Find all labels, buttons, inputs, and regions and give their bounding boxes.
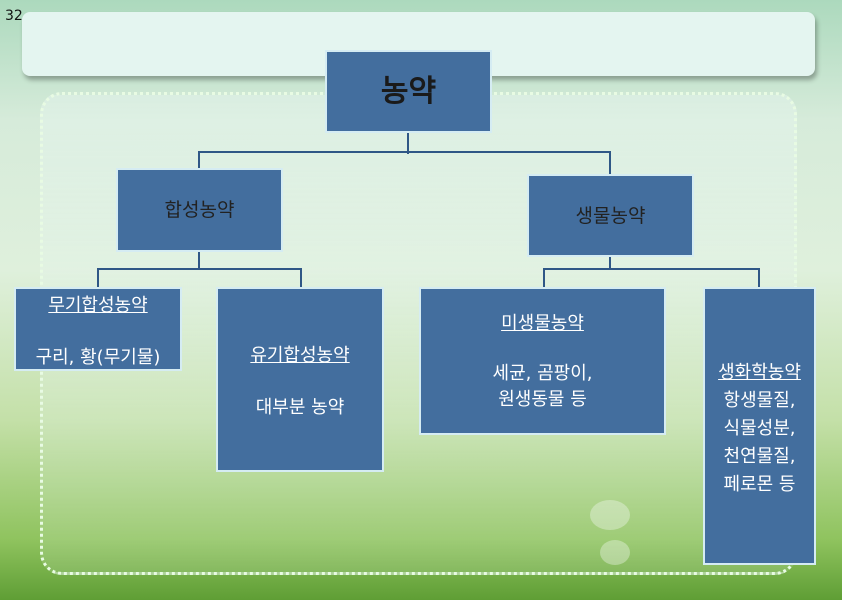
connector xyxy=(198,151,611,153)
node-inorganic[interactable]: 무기합성농약 구리, 황(무기물) xyxy=(14,287,182,371)
node-microbial[interactable]: 미생물농약 세균, 곰팡이, 원생동물 등 xyxy=(419,287,666,435)
connector xyxy=(198,151,200,169)
connector xyxy=(758,268,760,288)
node-root[interactable]: 농약 xyxy=(325,50,492,133)
node-title: 무기합성농약 xyxy=(48,295,148,316)
node-label: 생물농약 xyxy=(575,204,646,227)
node-label: 농약 xyxy=(380,73,437,109)
node-title: 미생물농약 xyxy=(501,313,584,334)
node-text: 대부분 농약 xyxy=(255,397,345,418)
node-text: 식물성분, xyxy=(723,418,796,439)
connector xyxy=(407,132,409,154)
connector xyxy=(543,268,760,270)
connector xyxy=(198,251,200,269)
node-biological[interactable]: 생물농약 xyxy=(527,174,694,257)
connector xyxy=(609,256,611,269)
connector xyxy=(97,268,99,288)
slide-number: 32 xyxy=(5,8,23,24)
node-text: 페로몬 등 xyxy=(723,474,796,495)
node-text: 항생물질, xyxy=(723,390,796,411)
node-text: 원생동물 등 xyxy=(498,389,587,410)
node-text: 구리, 황(무기물) xyxy=(35,347,161,368)
connector xyxy=(543,268,545,288)
node-biochemical[interactable]: 생화학농약 항생물질, 식물성분, 천연물질, 페로몬 등 xyxy=(703,287,816,565)
connector xyxy=(97,268,302,270)
node-organic[interactable]: 유기합성농약 대부분 농약 xyxy=(216,287,384,472)
node-text: 천연물질, xyxy=(723,446,796,467)
node-synthetic[interactable]: 합성농약 xyxy=(116,168,283,252)
connector xyxy=(609,151,611,175)
node-text: 세균, 곰팡이, xyxy=(492,363,593,384)
node-title: 생화학농약 xyxy=(718,362,801,383)
node-title: 유기합성농약 xyxy=(250,345,350,366)
node-label: 합성농약 xyxy=(164,199,235,221)
connector xyxy=(300,268,302,288)
